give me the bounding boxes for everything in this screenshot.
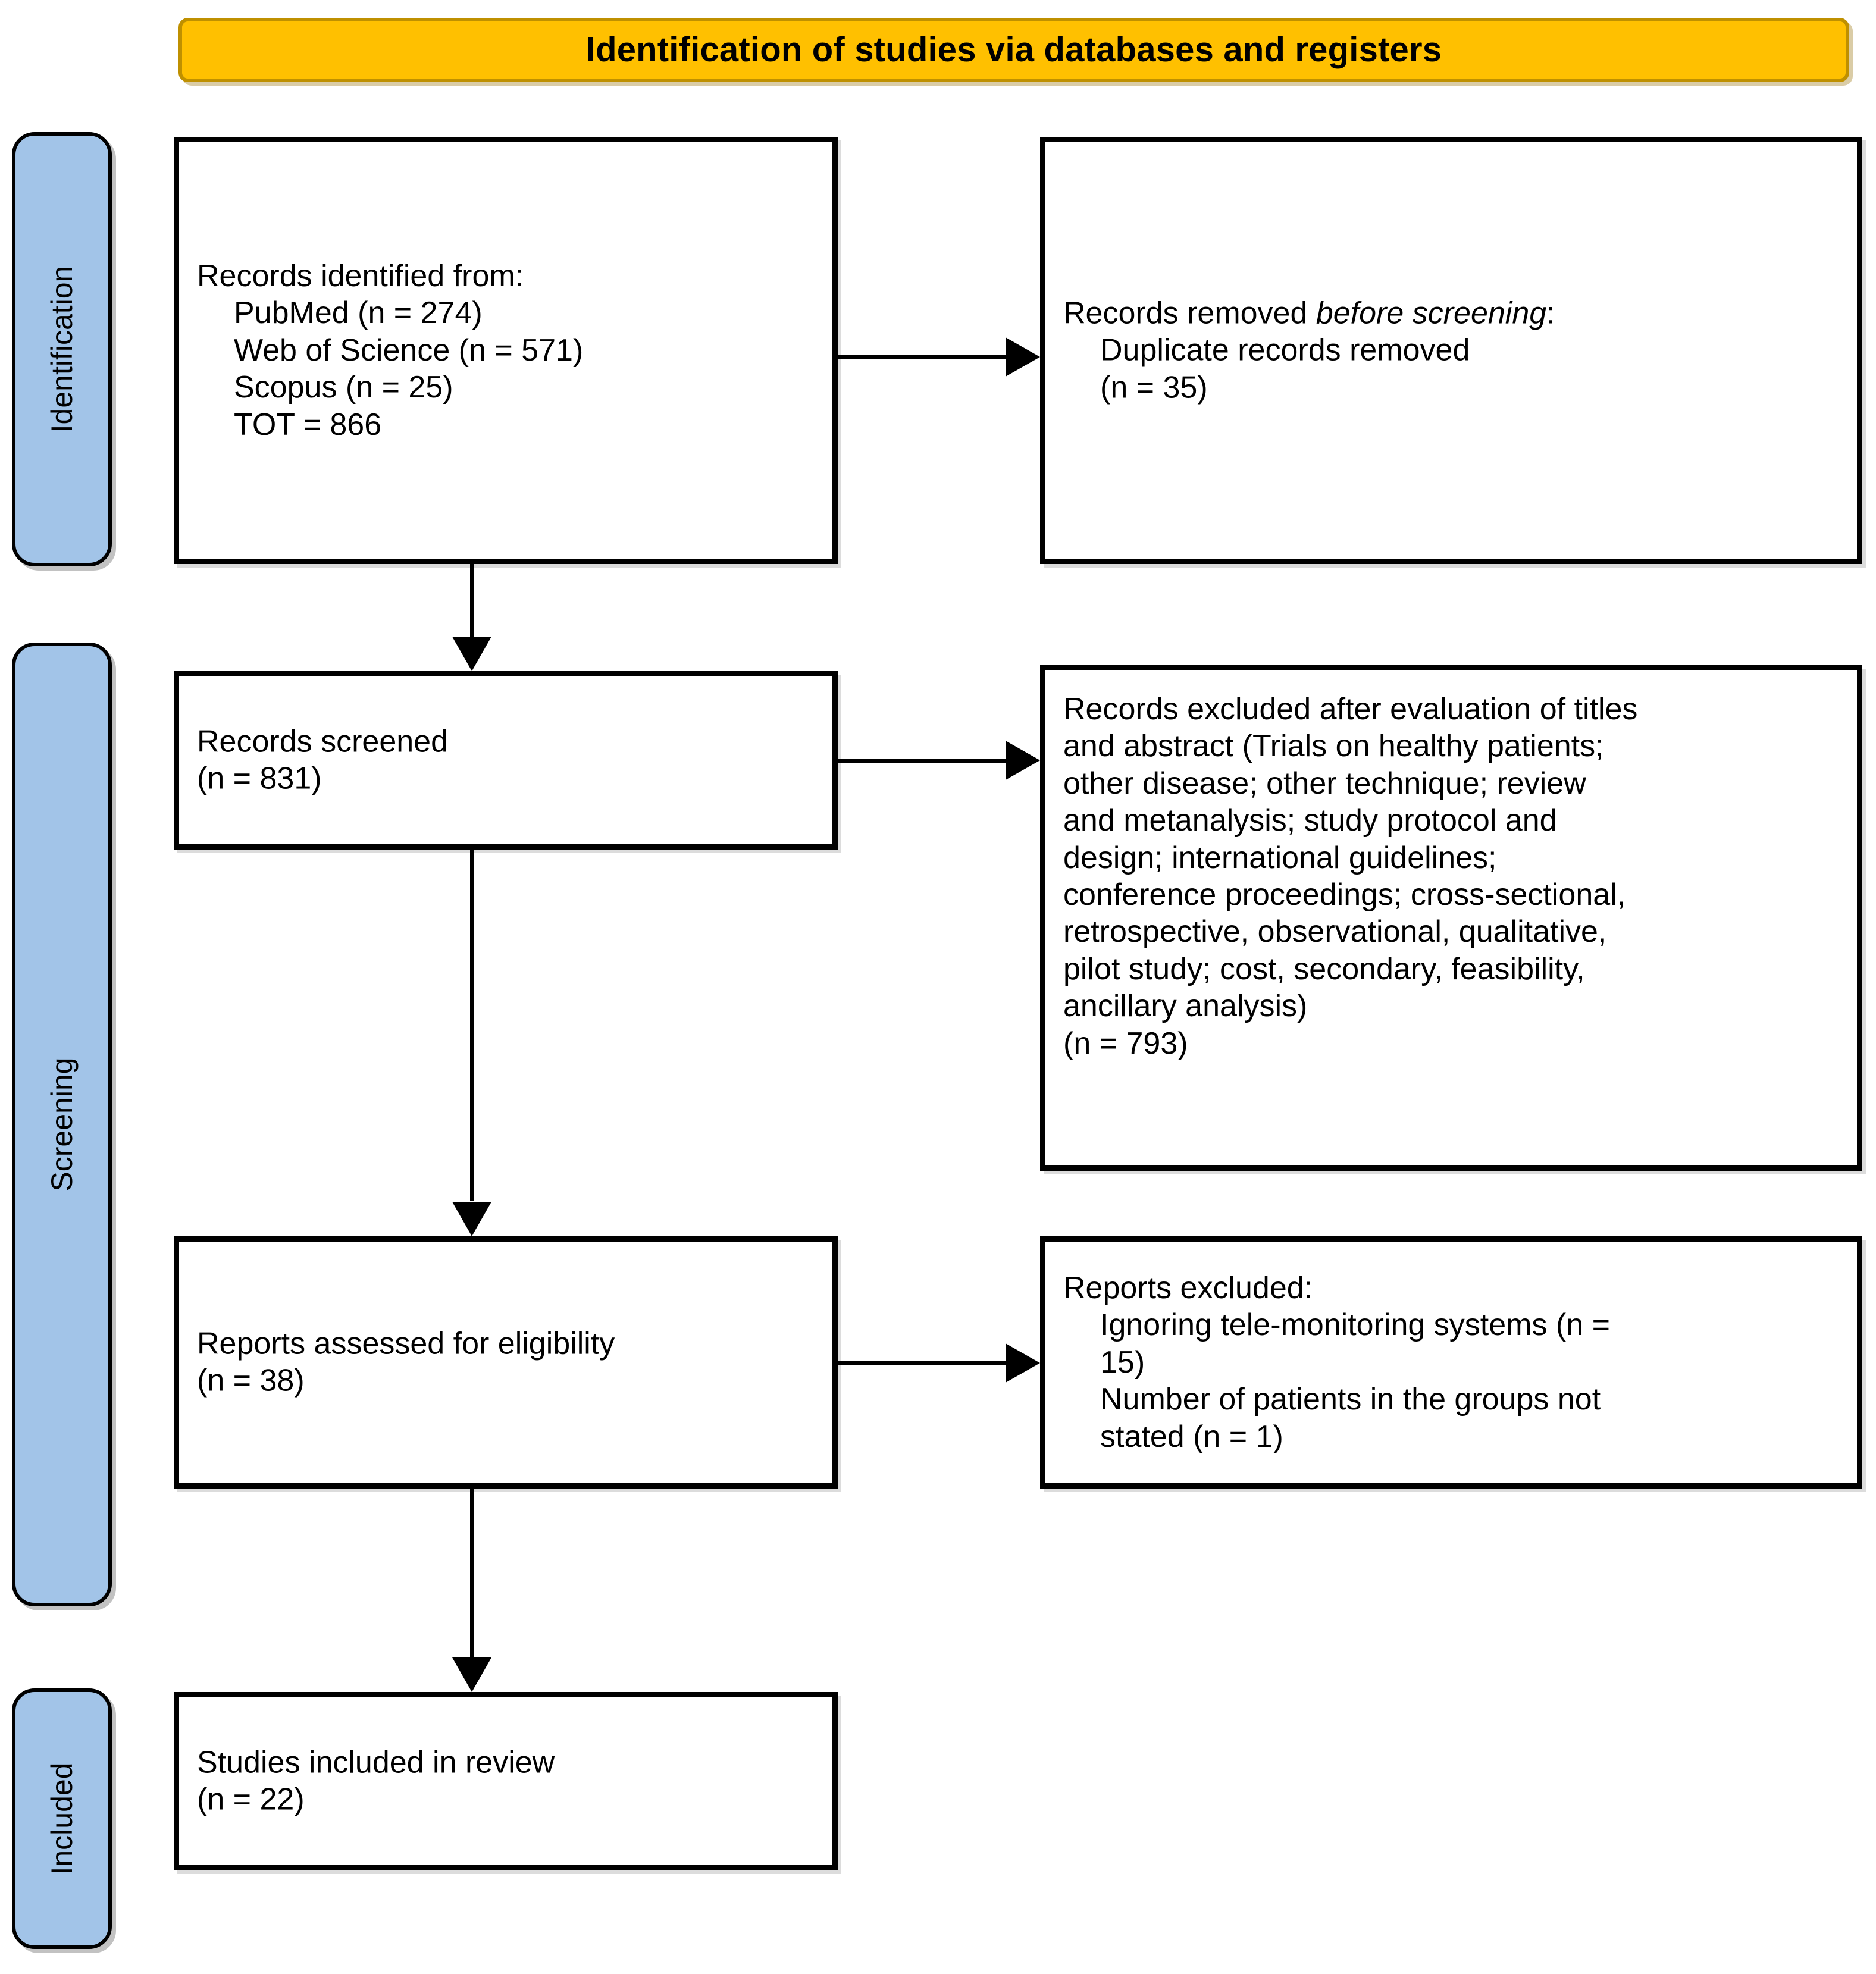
connector-identified-to-screened (470, 564, 474, 647)
records-excluded-line-2: and abstract (Trials on healthy patients… (1063, 729, 1604, 764)
records-excluded-line-5: design; international guidelines; (1063, 840, 1497, 875)
reports-excluded-reason-2a: Number of patients in the groups not (1100, 1382, 1601, 1417)
box-records-excluded-titles-body: Records excluded after evaluation of tit… (1045, 691, 1857, 1062)
stage-tab-identification-label: Identification (45, 265, 79, 433)
studies-included-count: (n = 22) (197, 1782, 305, 1817)
box-studies-included: Studies included in review (n = 22) (174, 1692, 838, 1870)
arrow-right-icon-eligibility-to-reports-excluded (1006, 1343, 1040, 1383)
records-identified-total: TOT = 866 (234, 407, 382, 442)
records-removed-duplicates: Duplicate records removed (1100, 333, 1470, 368)
box-reports-excluded-body: Reports excluded: Ignoring tele-monitori… (1045, 1270, 1857, 1455)
stage-tab-identification: Identification (12, 132, 112, 566)
records-excluded-line-9: ancillary analysis) (1063, 989, 1308, 1024)
reports-eligibility-count: (n = 38) (197, 1364, 305, 1398)
arrow-down-icon-screened-to-eligibility (452, 1202, 491, 1236)
box-records-removed: Records removed before screening: Duplic… (1040, 137, 1862, 564)
records-identified-heading: Records identified from: (197, 259, 524, 294)
box-reports-assessed-eligibility: Reports assessed for eligibility (n = 38… (174, 1236, 838, 1489)
box-reports-excluded: Reports excluded: Ignoring tele-monitori… (1040, 1236, 1862, 1489)
diagram-header-title: Identification of studies via databases … (585, 30, 1442, 69)
stage-tab-screening: Screening (12, 643, 112, 1606)
arrow-right-icon-identified-to-removed (1006, 337, 1040, 377)
connector-screened-to-excluded (838, 759, 1011, 763)
box-reports-assessed-eligibility-body: Reports assessed for eligibility (n = 38… (179, 1326, 832, 1400)
box-records-identified: Records identified from: PubMed (n = 274… (174, 137, 838, 564)
records-screened-count: (n = 831) (197, 762, 322, 796)
records-excluded-line-4: and metanalysis; study protocol and (1063, 803, 1557, 838)
arrow-down-icon-identified-to-screened (452, 637, 491, 671)
records-removed-count: (n = 35) (1100, 370, 1208, 405)
stage-tab-included: Included (12, 1688, 112, 1949)
records-excluded-line-8: pilot study; cost, secondary, feasibilit… (1063, 951, 1585, 986)
box-records-removed-body: Records removed before screening: Duplic… (1045, 294, 1857, 406)
records-identified-pubmed: PubMed (n = 274) (234, 296, 483, 331)
records-excluded-line-6: conference proceedings; cross-sectional, (1063, 877, 1626, 912)
records-removed-heading: Records removed before screening: (1063, 294, 1839, 331)
records-excluded-count: (n = 793) (1063, 1026, 1188, 1061)
reports-excluded-reason-1b: 15) (1100, 1345, 1145, 1380)
records-removed-heading-suffix: : (1546, 296, 1555, 331)
reports-excluded-reason-1a: Ignoring tele-monitoring systems (n = (1100, 1308, 1610, 1343)
records-excluded-line-7: retrospective, observational, qualitativ… (1063, 914, 1607, 950)
connector-screened-to-eligibility (470, 850, 474, 1201)
studies-included-heading: Studies included in review (197, 1745, 555, 1780)
arrow-right-icon-screened-to-excluded (1006, 741, 1040, 780)
records-identified-web-of-science: Web of Science (n = 571) (234, 333, 584, 368)
reports-eligibility-heading: Reports assessed for eligibility (197, 1326, 615, 1361)
box-records-screened: Records screened (n = 831) (174, 671, 838, 850)
records-identified-scopus: Scopus (n = 25) (234, 370, 453, 405)
connector-identified-to-removed (838, 355, 1011, 359)
connector-eligibility-to-included (470, 1489, 474, 1661)
records-excluded-line-1: Records excluded after evaluation of tit… (1063, 692, 1638, 726)
reports-excluded-heading: Reports excluded: (1063, 1271, 1313, 1306)
records-removed-heading-italic: before screening (1316, 296, 1547, 331)
diagram-header-banner: Identification of studies via databases … (178, 18, 1849, 82)
reports-excluded-reason-2b: stated (n = 1) (1100, 1419, 1283, 1454)
stage-tab-screening-label: Screening (45, 1057, 79, 1192)
arrow-down-icon-eligibility-to-included (452, 1657, 491, 1692)
connector-eligibility-to-reports-excluded (838, 1361, 1011, 1365)
box-records-excluded-titles: Records excluded after evaluation of tit… (1040, 665, 1862, 1171)
stage-tab-included-label: Included (45, 1762, 79, 1875)
box-records-screened-body: Records screened (n = 831) (179, 723, 832, 798)
records-removed-heading-prefix: Records removed (1063, 296, 1316, 331)
box-studies-included-body: Studies included in review (n = 22) (179, 1744, 832, 1819)
records-excluded-line-3: other disease; other technique; review (1063, 766, 1586, 801)
records-screened-heading: Records screened (197, 724, 448, 759)
box-records-identified-body: Records identified from: PubMed (n = 274… (179, 258, 832, 443)
